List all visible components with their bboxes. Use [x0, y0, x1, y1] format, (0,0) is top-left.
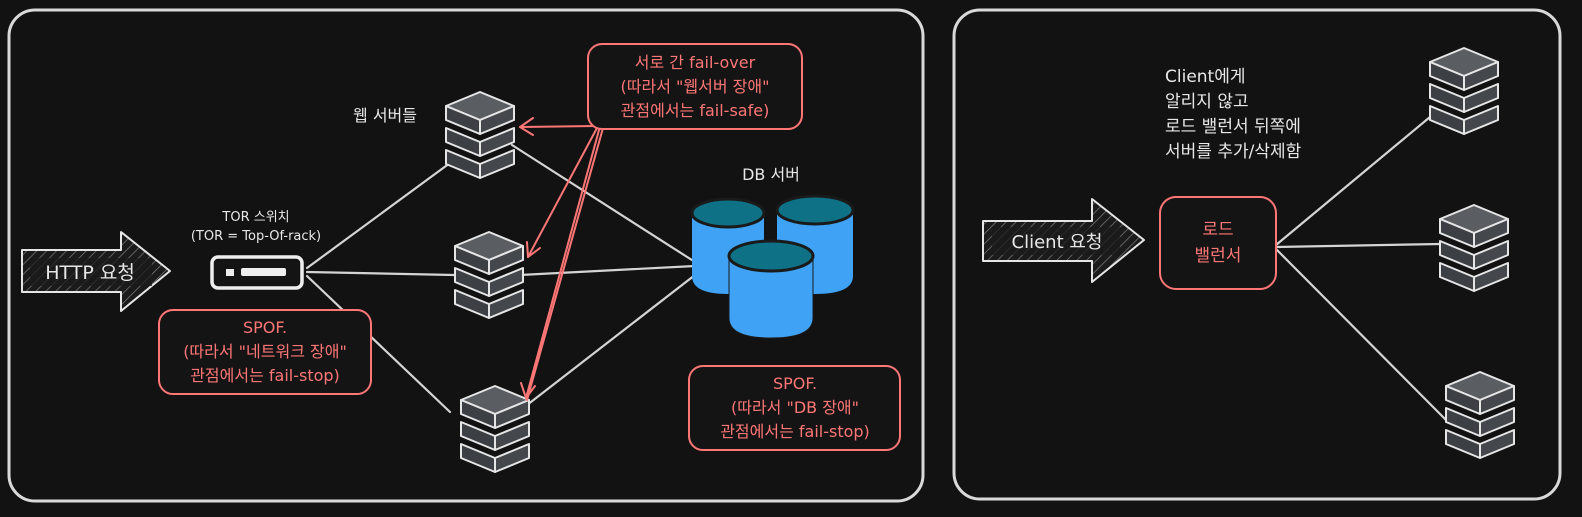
http-request-label: HTTP 요청: [45, 262, 135, 284]
load-balancer-box: 로드 밸런서: [1159, 196, 1277, 290]
failover-note-line: 서로 간 fail-over: [635, 53, 756, 72]
server-icon: [445, 91, 515, 179]
lb-description-line: Client에게: [1165, 67, 1246, 87]
lb-description-line: 알리지 않고: [1165, 92, 1249, 112]
failover-note-line: 관점에서는 fail-safe): [621, 101, 770, 120]
load-balancer-line: 밸런서: [1195, 246, 1242, 266]
tor-switch-subtitle: (TOR = Top-Of-rack): [191, 229, 321, 244]
tor-spof-note: SPOF. (따라서 "네트워크 장애" 관점에서는 fail-stop): [158, 309, 372, 395]
lb-description-line: 로드 밸런서 뒤쪽에: [1165, 117, 1301, 137]
db-spof-note: SPOF. (따라서 "DB 장애" 관점에서는 fail-stop): [688, 365, 901, 451]
http-request-arrow: HTTP 요청: [21, 231, 171, 312]
lb-description-line: 서버를 추가/삭제함: [1165, 142, 1302, 162]
server-icon: [1445, 371, 1515, 459]
tor-spof-note-line: (따라서 "네트워크 장애": [183, 342, 347, 361]
network-links: [305, 143, 697, 414]
failover-note-line: (따라서 "웹서버 장애": [621, 77, 770, 96]
failover-arrows: [519, 117, 604, 401]
client-request-label: Client 요청: [1012, 232, 1103, 253]
db-spof-note-line: 관점에서는 fail-stop): [720, 422, 870, 441]
left-panel: [7, 8, 925, 503]
right-panel: [952, 8, 1562, 501]
tor-switch-title: TOR 스위치: [221, 210, 289, 225]
server-icon: [1429, 47, 1499, 135]
failover-note: 서로 간 fail-over (따라서 "웹서버 장애" 관점에서는 fail-…: [587, 43, 803, 130]
client-request-arrow: Client 요청: [982, 198, 1145, 283]
db-spof-note-line: SPOF.: [773, 374, 817, 393]
server-icon: [454, 231, 524, 319]
lb-links: [1274, 115, 1448, 422]
server-icon: [460, 385, 530, 473]
load-balancer-line: 로드: [1202, 220, 1233, 240]
tor-spof-note-line: 관점에서는 fail-stop): [190, 366, 340, 385]
db-spof-note-line: (따라서 "DB 장애": [731, 398, 859, 417]
web-servers-label: 웹 서버들: [353, 106, 417, 125]
db-server-label: DB 서버: [742, 165, 800, 184]
database-icon: [690, 194, 855, 339]
switch-icon: [210, 255, 304, 290]
tor-spof-note-line: SPOF.: [243, 318, 287, 337]
server-icon: [1439, 204, 1509, 292]
